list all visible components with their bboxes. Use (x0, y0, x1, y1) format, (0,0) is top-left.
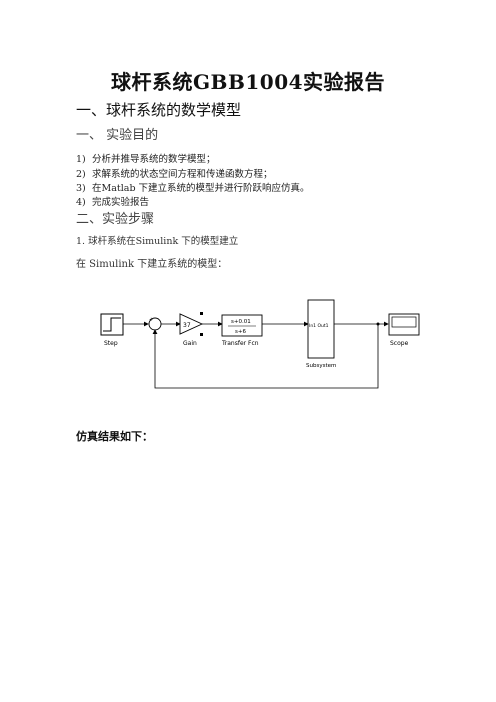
scope-block: Scope (388, 313, 420, 347)
svg-text:Subsystem: Subsystem (306, 363, 336, 369)
svg-text:Scope: Scope (390, 340, 409, 347)
step-block: Step (100, 313, 124, 347)
svg-text:Step: Step (104, 340, 118, 347)
objective-item: 2) 求解系统的状态空间方程和传递函数方程； (76, 169, 273, 180)
svg-text:s+0.01: s+0.01 (231, 319, 251, 325)
sum-block: + (148, 317, 162, 331)
svg-text:s+6: s+6 (235, 329, 246, 335)
step-heading: 1. 球杆系统在Simulink 下的模型建立 (76, 236, 239, 247)
subsystem-block: In1 Out1 Subsystem (306, 299, 336, 369)
result-label: 仿真结果如下： (76, 430, 153, 443)
svg-text:Transfer Fcn: Transfer Fcn (221, 340, 259, 347)
gain-block: 37 Gain (179, 312, 204, 347)
svg-text:37: 37 (183, 322, 191, 329)
section-heading: 一、球杆系统的数学模型 (76, 101, 242, 119)
objective-item: 4) 完成实验报告 (76, 197, 150, 208)
transfer-fcn-block: s+0.01 s+6 Transfer Fcn (221, 314, 263, 347)
svg-text:Gain: Gain (183, 340, 197, 347)
subsection-objectives: 一、 实验目的 (76, 128, 159, 143)
simulink-block-diagram: Step + 37 Gain s+0.01 s+6 Transfer Fcn I… (100, 299, 420, 389)
svg-text:+: + (149, 317, 153, 323)
document-title: 球杆系统GBB1004实验报告 (110, 70, 386, 94)
svg-text:In1 Out1: In1 Out1 (309, 323, 329, 329)
subsection-steps: 二、实验步骤 (76, 212, 155, 227)
objective-item: 1) 分析并推导系统的数学模型； (76, 154, 216, 165)
objective-item: 3) 在Matlab 下建立系统的模型并进行阶跃响应仿真。 (76, 183, 310, 194)
paragraph: 在 Simulink 下建立系统的模型： (76, 259, 228, 270)
